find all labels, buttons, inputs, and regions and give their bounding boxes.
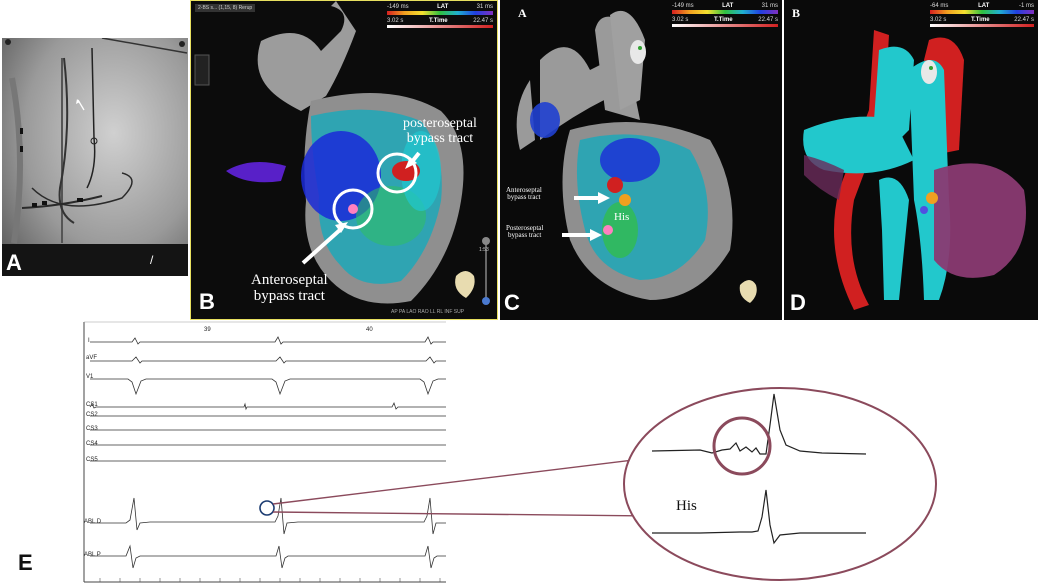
panel-a-slash: / — [150, 253, 154, 267]
panel-d-label: D — [790, 290, 806, 315]
panel-d-map: B -64 ms LAT -1 ms 3.02 s T.Time 22.47 s… — [784, 0, 1038, 320]
time-mark-40: 40 — [366, 327, 373, 333]
channel-label-cs4: CS4 — [86, 441, 98, 447]
panel-a-label: A — [6, 250, 22, 275]
panel-c-annotation-posteroseptal: Posteroseptal bypass tract — [506, 224, 544, 240]
panel-b-annotation-posteroseptal: posteroseptal bypass tract — [403, 116, 477, 146]
panel-c-his-label: His — [614, 211, 630, 223]
panel-c-anatomy — [516, 10, 757, 303]
panel-b-view-buttons[interactable]: AP PA LAO RAO LL RL INF SUP — [391, 309, 465, 315]
channel-label-cs5: CS5 — [86, 457, 98, 463]
panel-d-corner: B — [792, 6, 801, 20]
panel-c-scale: -149 ms LAT 31 ms 3.02 s T.Time 22.47 s — [672, 3, 778, 27]
channel-label-i: I — [88, 338, 90, 344]
channel-label-abl-p: ABL P — [84, 552, 101, 558]
panel-a-fluoroscopy: A / — [2, 38, 188, 276]
panel-c-annotation-anteroseptal: Anteroseptal bypass tract — [506, 186, 542, 202]
panel-e-plot — [83, 321, 937, 583]
channel-label-cs3: CS3 — [86, 426, 98, 432]
channel-label-v1: V1 — [86, 374, 94, 380]
panel-c-label: C — [504, 290, 520, 315]
channel-label-cs2: CS2 — [86, 412, 98, 418]
fluoroscopy-image — [2, 38, 188, 276]
channel-label-abl-d: ABL D — [84, 519, 102, 525]
panel-e-label: E — [18, 550, 33, 575]
panel-d-anatomy — [803, 30, 1026, 310]
panel-c-map: A -149 ms LAT 31 ms 3.02 s T.Time 22.47 … — [500, 0, 782, 320]
panel-d-scale: -64 ms LAT -1 ms 3.02 s T.Time 22.47 s — [930, 3, 1034, 27]
panel-c-corner: A — [518, 6, 527, 20]
panel-b-label: B — [199, 289, 215, 314]
panel-b-side-value: 1:53 — [479, 247, 489, 253]
panel-b-header: 2-BS s... (1,15, 8) Rerup — [195, 4, 256, 12]
panel-e-tracings: 39 40 I aVF V1 CS1 CS2 CS3 CS4 CS5 ABL D… — [0, 320, 1040, 586]
channel-label-cs1: CS1 — [86, 402, 98, 408]
channel-label-avf: aVF — [86, 355, 98, 361]
panel-b-map: 2-BS s... (1,15, 8) Rerup -149 ms LAT 31… — [190, 0, 498, 320]
panel-b-scale: -149 ms LAT 31 ms 3.02 s T.Time 22.47 s — [387, 4, 493, 28]
time-mark-39: 39 — [204, 327, 211, 333]
zoom-his-label: His — [676, 498, 697, 514]
panel-b-annotation-anteroseptal: Anteroseptal bypass tract — [251, 272, 328, 304]
panel-b-anatomy — [194, 1, 490, 305]
